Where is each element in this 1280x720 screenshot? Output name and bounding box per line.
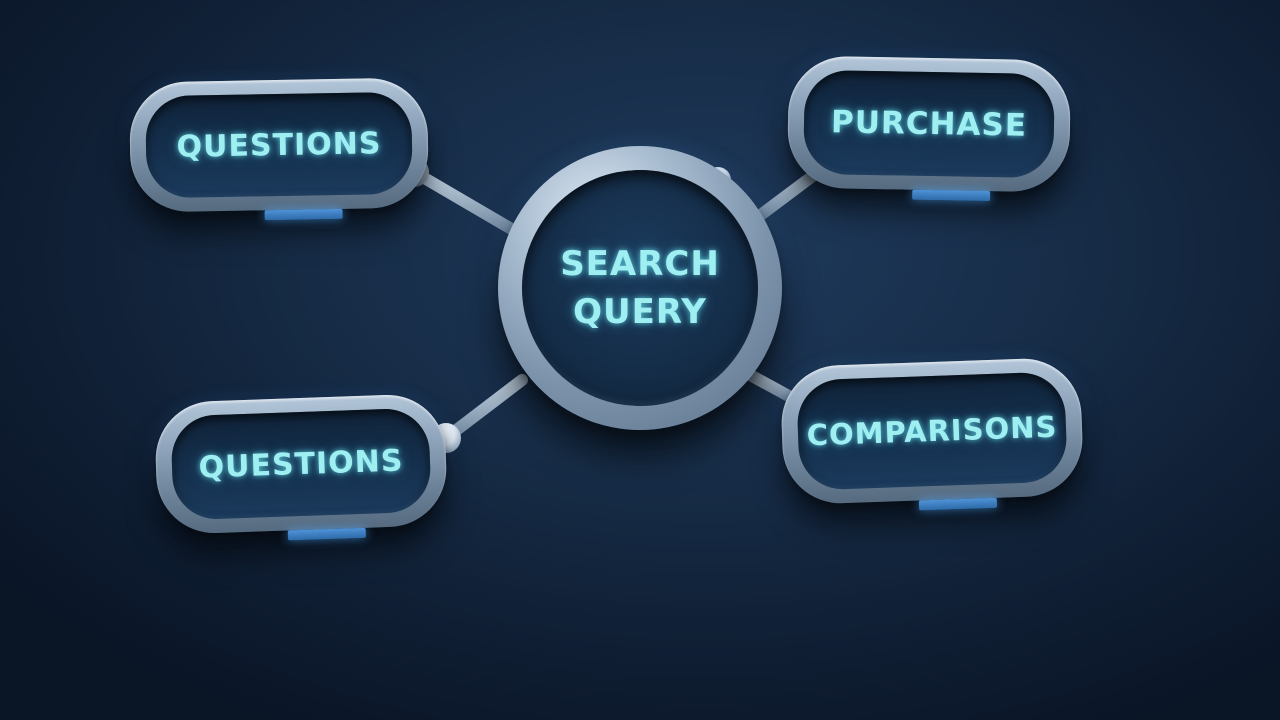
node-questions-top: QUESTIONS — [128, 77, 430, 213]
center-hub-label-line2: QUERY — [573, 292, 707, 332]
connector-top-left — [408, 166, 526, 240]
node-purchase-face: PURCHASE — [803, 69, 1055, 179]
node-purchase: PURCHASE — [786, 55, 1072, 193]
node-questions-bottom-face: QUESTIONS — [170, 407, 432, 521]
center-hub-search-query: SEARCH QUERY — [498, 146, 782, 430]
node-questions-bottom: QUESTIONS — [153, 392, 449, 536]
node-comparisons: COMPARISONS — [779, 356, 1085, 506]
node-comparisons-face: COMPARISONS — [796, 371, 1068, 491]
center-hub-face: SEARCH QUERY — [522, 170, 758, 406]
connector-bottom-left — [440, 374, 528, 444]
node-purchase-label: PURCHASE — [830, 104, 1028, 144]
center-hub-label-line1: SEARCH — [560, 244, 720, 284]
node-questions-top-label: QUESTIONS — [176, 125, 382, 165]
node-comparisons-label: COMPARISONS — [806, 409, 1058, 453]
node-questions-bottom-label: QUESTIONS — [198, 442, 404, 486]
node-questions-top-face: QUESTIONS — [145, 91, 413, 199]
